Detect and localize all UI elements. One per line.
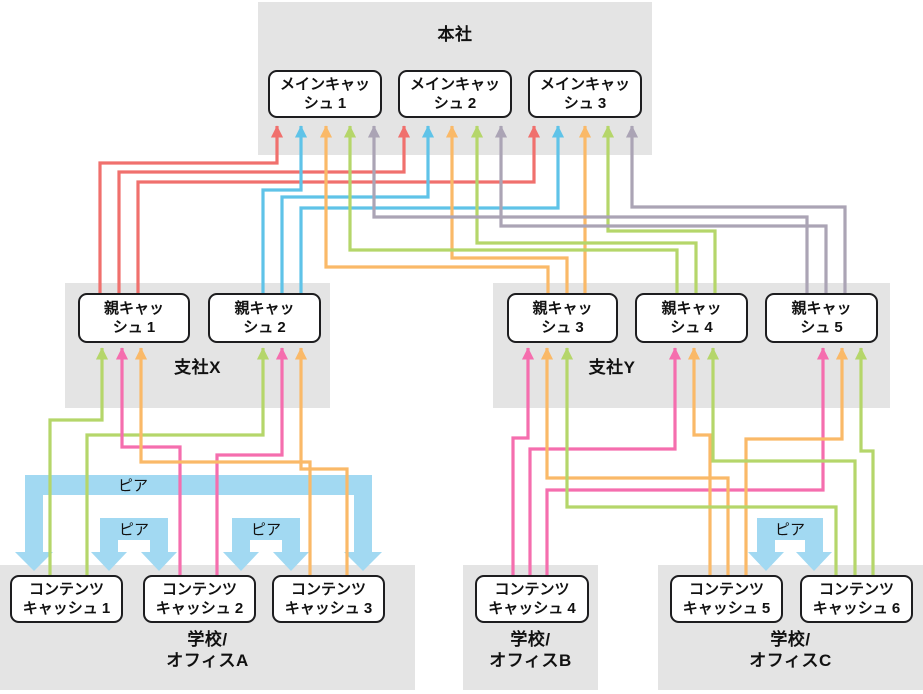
node-parent-cache-4: 親キャッシュ 4 — [635, 293, 748, 343]
school-c-title: 学校/オフィスC — [658, 629, 923, 671]
edge-content2-parent1 — [115, 347, 182, 575]
edge-parent1-main2 — [117, 125, 411, 293]
edge-parent3-main2 — [445, 125, 569, 293]
edge-content4-parent5 — [545, 347, 830, 575]
edge-parent4-main2 — [470, 125, 698, 293]
node-parent-cache-1: 親キャッシュ 1 — [78, 293, 190, 343]
content-cache-3-line1: コンテンツ — [290, 581, 366, 598]
node-main-cache-1: メインキャッシュ 1 — [268, 70, 382, 118]
parent-cache-1-line2: シュ 1 — [112, 319, 156, 336]
main-cache-1-line1: メインキャッ — [279, 76, 370, 93]
parent-cache-3-line1: 親キャッ — [532, 300, 593, 317]
head-office-title: 本社 — [437, 25, 473, 44]
edge-parent2-main3 — [299, 125, 565, 293]
node-parent-cache-3: 親キャッシュ 3 — [507, 293, 618, 343]
content-cache-1-line2: キャッシュ 1 — [22, 600, 111, 617]
edge-content1-parent1 — [48, 347, 109, 575]
node-content-cache-4: コンテンツキャッシュ 4 — [475, 575, 589, 623]
node-content-cache-5: コンテンツキャッシュ 5 — [670, 575, 783, 623]
edge-content4-parent3 — [511, 347, 535, 575]
edge-parent4-main1 — [343, 125, 679, 293]
content-cache-3-line2: キャッシュ 3 — [284, 600, 373, 617]
peer-label-a1: ピア — [118, 521, 150, 539]
node-content-cache-1: コンテンツキャッシュ 1 — [10, 575, 123, 623]
edge-content1-parent2 — [85, 347, 270, 575]
peer-arrow-content2-content3 — [223, 518, 309, 571]
node-parent-cache-2: 親キャッシュ 2 — [208, 293, 321, 343]
parent-cache-5-line1: 親キャッ — [791, 300, 852, 317]
peer-label-a2: ピア — [250, 521, 282, 539]
school-b-title: 学校/オフィスB — [463, 629, 598, 671]
content-cache-4-line2: キャッシュ 4 — [488, 600, 576, 617]
main-cache-2-line1: メインキャッ — [409, 76, 500, 93]
edge-parent2-main1 — [261, 125, 308, 293]
node-content-cache-2: コンテンツキャッシュ 2 — [143, 575, 256, 623]
edge-parent4-main3 — [601, 125, 717, 293]
content-cache-2-line1: コンテンツ — [161, 581, 237, 598]
edge-content5-parent3 — [540, 347, 730, 575]
edge-content3-parent1 — [134, 347, 312, 575]
edge-content6-parent5 — [854, 347, 875, 575]
node-content-cache-6: コンテンツキャッシュ 6 — [800, 575, 913, 623]
edge-content6-parent4 — [706, 347, 857, 575]
school-b-title-line1: 学校/ — [510, 630, 551, 649]
content-cache-6-line1: コンテンツ — [818, 581, 894, 598]
peer-label-c: ピア — [774, 521, 806, 539]
content-cache-2-line2: キャッシュ 2 — [155, 600, 244, 617]
edge-parent2-main2 — [280, 125, 435, 293]
parent-cache-3-line2: シュ 3 — [541, 319, 584, 336]
school-b-title-line2: オフィスB — [489, 651, 572, 670]
main-cache-3-line1: メインキャッ — [539, 76, 630, 93]
content-cache-5-line2: キャッシュ 5 — [682, 600, 771, 617]
branch-x-title: 支社X — [174, 358, 221, 377]
parent-cache-2-line2: シュ 2 — [243, 319, 286, 336]
edge-parent1-main1 — [98, 125, 284, 293]
school-a-title: 学校/オフィスA — [0, 629, 415, 671]
edge-content5-parent4 — [687, 347, 712, 575]
peer-label-wide: ピア — [117, 477, 149, 495]
branch-y-title: 支社Y — [588, 358, 636, 377]
parent-cache-1-line1: 親キャッ — [103, 300, 164, 317]
edge-content3-parent2 — [294, 347, 349, 575]
parent-cache-2-line1: 親キャッ — [234, 300, 295, 317]
content-cache-4-line1: コンテンツ — [494, 581, 570, 598]
school-a-title-line2: オフィスA — [166, 651, 249, 670]
school-c-title-line2: オフィスC — [749, 651, 832, 670]
peer-arrow-content5-content6 — [748, 518, 832, 571]
main-cache-3-line2: シュ 3 — [563, 95, 607, 112]
school-a-title-line1: 学校/ — [187, 630, 228, 649]
school-c-title-line1: 学校/ — [770, 630, 811, 649]
edge-parent1-main3 — [136, 125, 541, 293]
edge-parent5-main1 — [367, 125, 809, 293]
parent-cache-5-line2: シュ 5 — [800, 319, 843, 336]
parent-cache-4-line1: 親キャッ — [661, 300, 722, 317]
content-cache-6-line2: キャッシュ 6 — [812, 600, 901, 617]
edge-content2-parent2 — [215, 347, 289, 575]
parent-cache-4-line2: シュ 4 — [670, 319, 713, 336]
edge-parent3-main1 — [319, 125, 550, 293]
edge-content6-parent3 — [560, 347, 838, 575]
main-cache-2-line2: シュ 2 — [433, 95, 477, 112]
node-main-cache-2: メインキャッシュ 2 — [398, 70, 512, 118]
peer-arrow-content1-content2 — [91, 518, 177, 571]
node-main-cache-3: メインキャッシュ 3 — [528, 70, 642, 118]
edge-parent5-main3 — [625, 125, 847, 293]
content-cache-5-line1: コンテンツ — [688, 581, 764, 598]
edge-content4-parent4 — [528, 347, 682, 575]
main-cache-1-line2: シュ 1 — [303, 95, 347, 112]
peer-arrow-content1-content3 — [15, 475, 382, 571]
node-content-cache-3: コンテンツキャッシュ 3 — [272, 575, 385, 623]
node-parent-cache-5: 親キャッシュ 5 — [765, 293, 878, 343]
content-cache-1-line1: コンテンツ — [28, 581, 104, 598]
edge-parent5-main2 — [494, 125, 828, 293]
